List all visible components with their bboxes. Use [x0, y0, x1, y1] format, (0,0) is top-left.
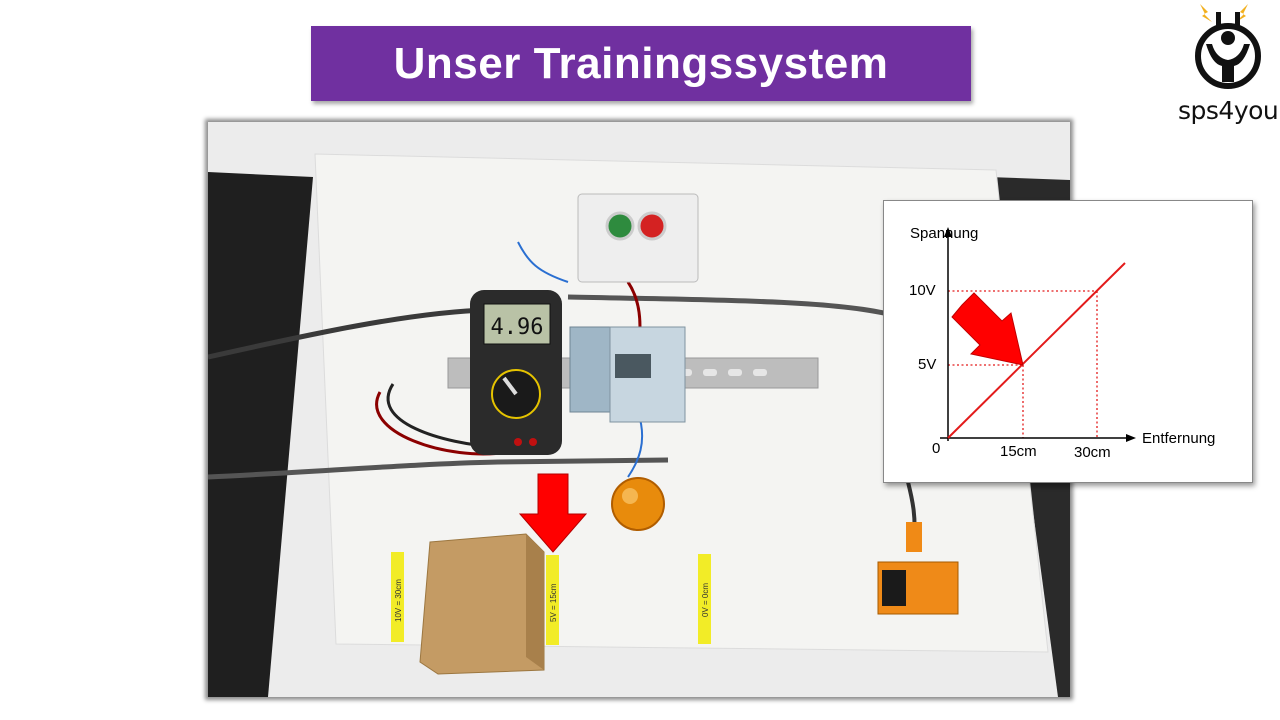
- sensor-connector: [906, 522, 922, 552]
- stop-button-red: [637, 211, 667, 241]
- signal-lamp: [611, 477, 665, 531]
- red-down-arrow: [518, 473, 588, 553]
- multimeter-screen: [483, 303, 551, 345]
- tape-marker-0cm: [698, 554, 711, 644]
- y-axis-arrow-icon: [944, 227, 952, 237]
- cardboard-box: [419, 533, 545, 675]
- tape-label-30cm: 10V = 30cm: [394, 579, 403, 622]
- logo-figure-icon: [1195, 4, 1261, 89]
- y-tick-10v: 10V: [909, 282, 936, 299]
- dark-surface-left: [208, 172, 313, 697]
- characteristic-line: [947, 262, 1126, 439]
- diagram-plot: [940, 227, 1136, 442]
- tape-marker-30cm: [391, 552, 404, 642]
- tape-label-0cm: 0V = 0cm: [701, 583, 710, 617]
- x-axis-arrow-icon: [1126, 434, 1136, 442]
- tape-marker-15cm: [546, 555, 559, 645]
- x-axis-label: Entfernung: [1142, 430, 1216, 447]
- y-axis-label: Spannung: [910, 225, 979, 242]
- plc-display: [615, 354, 651, 378]
- x-tick-30cm: 30cm: [1074, 444, 1111, 461]
- slide-title: Unser Trainingssystem: [393, 38, 889, 88]
- title-banner: Unser Trainingssystem: [311, 26, 971, 101]
- multimeter-reading: 4.96: [491, 315, 544, 340]
- button-box: [577, 193, 699, 283]
- y-tick-5v: 5V: [918, 356, 937, 373]
- logo-text: sps4you: [1178, 96, 1279, 125]
- x-tick-15cm: 15cm: [1000, 443, 1037, 460]
- tape-label-15cm: 5V = 15cm: [549, 583, 558, 622]
- origin-label: 0: [932, 440, 941, 457]
- voltage-distance-diagram: Spannung Entfernung 0 10V 5V 15cm 30cm: [883, 200, 1253, 483]
- start-button-green: [605, 211, 635, 241]
- sps4you-logo: sps4you: [1178, 4, 1279, 125]
- red-pointer-arrow: [951, 292, 1024, 366]
